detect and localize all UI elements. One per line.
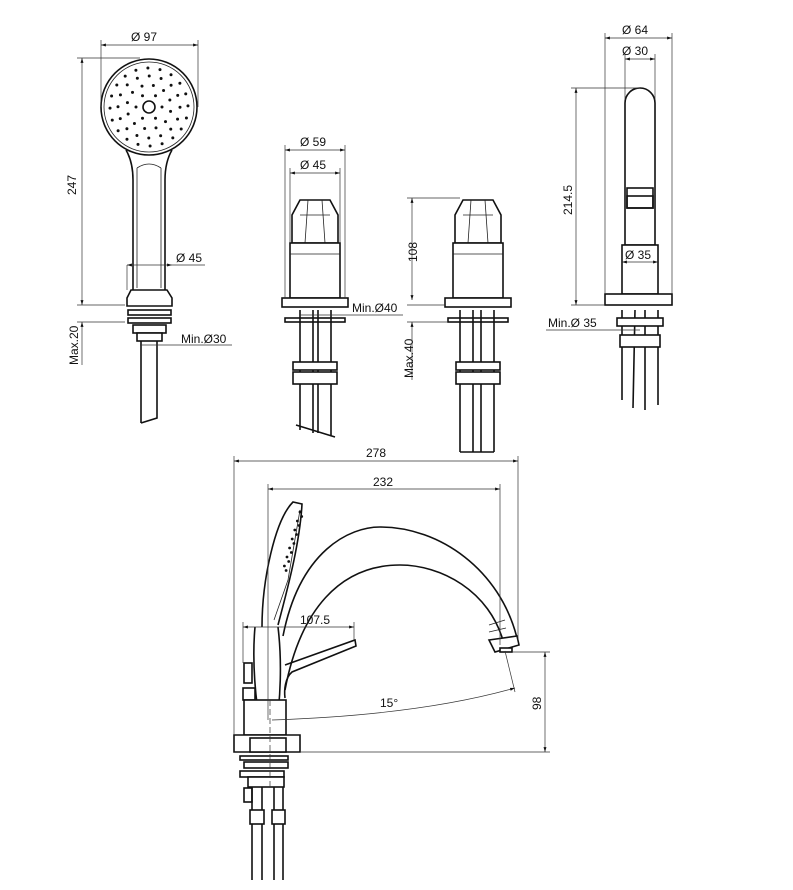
- spray-hole: [116, 129, 120, 133]
- nozzle: [293, 528, 297, 532]
- spray-hole: [115, 83, 119, 87]
- dim-spout-tube-diameter: Ø 30: [622, 44, 648, 58]
- dim-collar-diameter: Ø 45: [176, 251, 202, 265]
- spray-hole: [136, 142, 140, 146]
- nozzle: [296, 519, 299, 523]
- spray-hole: [169, 73, 173, 77]
- spray-hole: [176, 117, 180, 121]
- spray-hole: [176, 93, 180, 97]
- spray-hole: [169, 109, 173, 113]
- spray-hole: [160, 142, 164, 146]
- spray-hole: [154, 94, 157, 98]
- spray-hole: [125, 127, 129, 131]
- spray-hole: [146, 66, 150, 70]
- spray-holes: [108, 66, 190, 148]
- spray-hole: [110, 94, 114, 98]
- spray-hole: [171, 136, 175, 140]
- spray-hole: [141, 116, 144, 120]
- spray-hole: [108, 106, 112, 110]
- spray-hole: [134, 68, 138, 72]
- spray-hole: [168, 98, 172, 102]
- spray-hole: [116, 105, 120, 109]
- nozzle: [289, 551, 293, 554]
- spray-hole: [118, 117, 122, 121]
- nozzle: [300, 515, 304, 518]
- dim-spout-height: 214.5: [561, 185, 575, 215]
- spray-hole: [178, 105, 182, 109]
- spray-hole: [140, 84, 144, 88]
- dim-valve-handle-diameter: Ø 45: [300, 158, 326, 172]
- nozzle: [283, 564, 286, 568]
- dim-spout-base-diameter: Ø 35: [625, 248, 651, 262]
- spray-hole: [151, 83, 155, 87]
- spray-hole: [125, 137, 129, 141]
- spray-hole: [184, 92, 188, 96]
- spray-hole: [135, 134, 139, 138]
- spray-hole: [148, 144, 152, 148]
- dim-valve-min-hole: Min.Ø40: [352, 301, 398, 315]
- dim-min-hole: Min.Ø30: [181, 332, 227, 346]
- spray-hole: [126, 112, 130, 116]
- dim-head-diameter: Ø 97: [131, 30, 157, 44]
- spray-hole: [159, 76, 163, 80]
- spray-hole: [135, 76, 139, 80]
- spray-hole: [134, 105, 138, 109]
- spray-hole: [125, 101, 129, 105]
- dim-max-deck: Max.20: [67, 325, 81, 365]
- spray-hole: [163, 120, 167, 124]
- spray-hole: [179, 127, 183, 131]
- spray-hole: [154, 116, 157, 120]
- spray-hole: [159, 134, 163, 138]
- spray-hole: [154, 126, 158, 130]
- dim-valve-height: 108: [406, 242, 420, 262]
- nozzle: [288, 546, 291, 550]
- nozzle: [297, 524, 301, 527]
- nozzle: [298, 510, 302, 514]
- dim-valve-flange-diameter: Ø 59: [300, 135, 326, 149]
- spray-hole: [184, 116, 188, 120]
- dim-hand-shower-height: 247: [65, 175, 79, 195]
- dim-spout-flange-diameter: Ø 64: [622, 23, 648, 37]
- nozzle: [290, 537, 294, 541]
- nozzle: [285, 555, 289, 559]
- spray-hole: [186, 104, 190, 108]
- spray-hole: [143, 127, 147, 131]
- spray-hole: [123, 74, 127, 78]
- mixer-side-view: 278 232 107.5 15° 98: [233, 446, 550, 880]
- spray-hole: [178, 81, 182, 85]
- spray-hole: [141, 94, 144, 98]
- spray-hole: [118, 93, 122, 97]
- nozzle: [295, 533, 298, 536]
- spout-front-view: Ø 64 Ø 30 214.5 Ø 35 Min.Ø 35: [546, 23, 673, 410]
- dim-valve-max-deck: Max.40: [402, 338, 416, 378]
- spray-hole: [158, 68, 162, 72]
- dim-lever-reach: 107.5: [300, 613, 330, 627]
- spray-hole: [131, 90, 135, 94]
- spray-hole: [160, 105, 164, 109]
- dim-spout-min-hole: Min.Ø 35: [548, 316, 597, 330]
- spray-hole: [169, 127, 173, 131]
- spray-hole: [125, 83, 129, 87]
- dim-overall-width: 278: [366, 446, 386, 460]
- spray-hole: [162, 89, 166, 93]
- spray-hole: [169, 83, 173, 87]
- dim-angle: 15°: [380, 696, 398, 710]
- nozzle: [284, 569, 288, 572]
- nozzle: [292, 542, 296, 545]
- spray-face-nozzles: [283, 510, 304, 572]
- spray-hole: [147, 74, 151, 78]
- valve-left-front-view: Ø 59 Ø 45 Min.Ø40: [281, 135, 403, 438]
- hand-shower-front-view: Ø 97 247 Ø 45 Max.20 Min.Ø30: [65, 30, 232, 424]
- dim-outlet-height: 98: [530, 696, 544, 710]
- spray-hole: [110, 118, 114, 122]
- spray-hole: [132, 121, 136, 125]
- valve-right-front-view: 108 Max.40: [402, 197, 512, 453]
- dim-spout-reach: 232: [373, 475, 393, 489]
- spray-hole: [147, 136, 151, 140]
- nozzle: [287, 560, 291, 563]
